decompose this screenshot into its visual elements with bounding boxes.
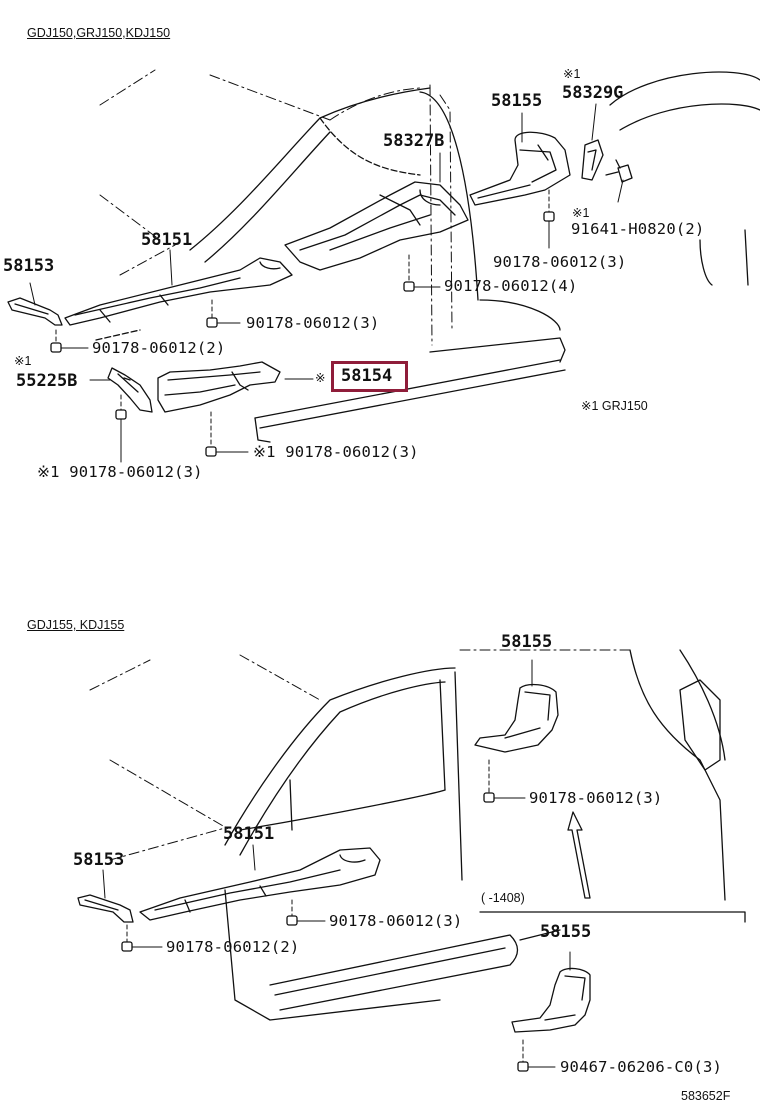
note-mark: ※1 [14, 354, 32, 368]
note-mark: ※1 [572, 206, 590, 220]
part-label-58155-top[interactable]: 58155 [491, 91, 543, 111]
part-label-58151-bottom[interactable]: 58151 [223, 824, 275, 844]
part-58151-top [64, 257, 293, 326]
part-label-90178-3[interactable]: 90178-06012(3) [529, 789, 663, 807]
bottom-body-solid [224, 649, 746, 1021]
part-58153-bottom [77, 894, 134, 923]
part-label-58155-bottom[interactable]: 58155 [501, 632, 553, 652]
section-header-top: GDJ150,GRJ150,KDJ150 [27, 26, 171, 40]
part-label-58155-bottom-b[interactable]: 58155 [540, 922, 592, 942]
highlight-box [331, 361, 408, 392]
section-header-bottom: GDJ155, KDJ155 [27, 618, 125, 632]
part-label-90178-3[interactable]: 90178-06012(3) [493, 253, 627, 271]
bottom-leaders [102, 659, 571, 1068]
part-label-58327b[interactable]: 58327B [383, 131, 445, 151]
part-label-58151-top[interactable]: 58151 [141, 230, 193, 250]
diagram-code: 583652F [681, 1089, 731, 1103]
part-label-58154[interactable]: 58154 [341, 366, 393, 386]
part-58155-top [469, 131, 571, 206]
part-label-90467[interactable]: 90467-06206-C0(3) [560, 1058, 723, 1076]
part-label-90178-3[interactable]: 90178-06012(3) [329, 912, 463, 930]
part-label-90178-3[interactable]: 90178-06012(3) [246, 314, 380, 332]
part-58155-bottom-a [474, 683, 559, 753]
part-label-58153-top[interactable]: 58153 [3, 256, 55, 276]
part-55225b [107, 367, 153, 413]
part-58329g [581, 139, 633, 183]
footnote-grj150: ※1 GRJ150 [581, 399, 648, 413]
part-58155-bottom-b [511, 967, 591, 1033]
part-label-58329g[interactable]: 58329G [562, 83, 624, 103]
top-body-solid [95, 71, 760, 443]
part-58153-top [7, 297, 63, 326]
part-label-90178-4[interactable]: 90178-06012(4) [444, 277, 578, 295]
part-label-90178-2[interactable]: 90178-06012(2) [92, 339, 226, 357]
part-label-90178-3[interactable]: ※1 90178-06012(3) [253, 443, 419, 461]
bottom-body-outline [89, 649, 631, 861]
top-leaders [29, 103, 624, 463]
part-58151-bottom [139, 847, 381, 921]
part-label-90178-2[interactable]: 90178-06012(2) [166, 938, 300, 956]
production-range: ( -1408) [481, 891, 525, 905]
part-58154 [157, 361, 281, 413]
part-label-58153-bottom[interactable]: 58153 [73, 850, 125, 870]
top-body-outline [99, 69, 453, 346]
part-label-91641[interactable]: 91641-H0820(2) [571, 220, 705, 238]
part-label-90178-3[interactable]: ※1 90178-06012(3) [37, 463, 203, 481]
part-label-55225b[interactable]: 55225B [16, 371, 78, 391]
note-mark: ※1 [563, 67, 581, 81]
note-mark: ※ [315, 371, 326, 385]
bottom-fasteners [121, 792, 529, 1072]
part-58327b [284, 181, 469, 271]
